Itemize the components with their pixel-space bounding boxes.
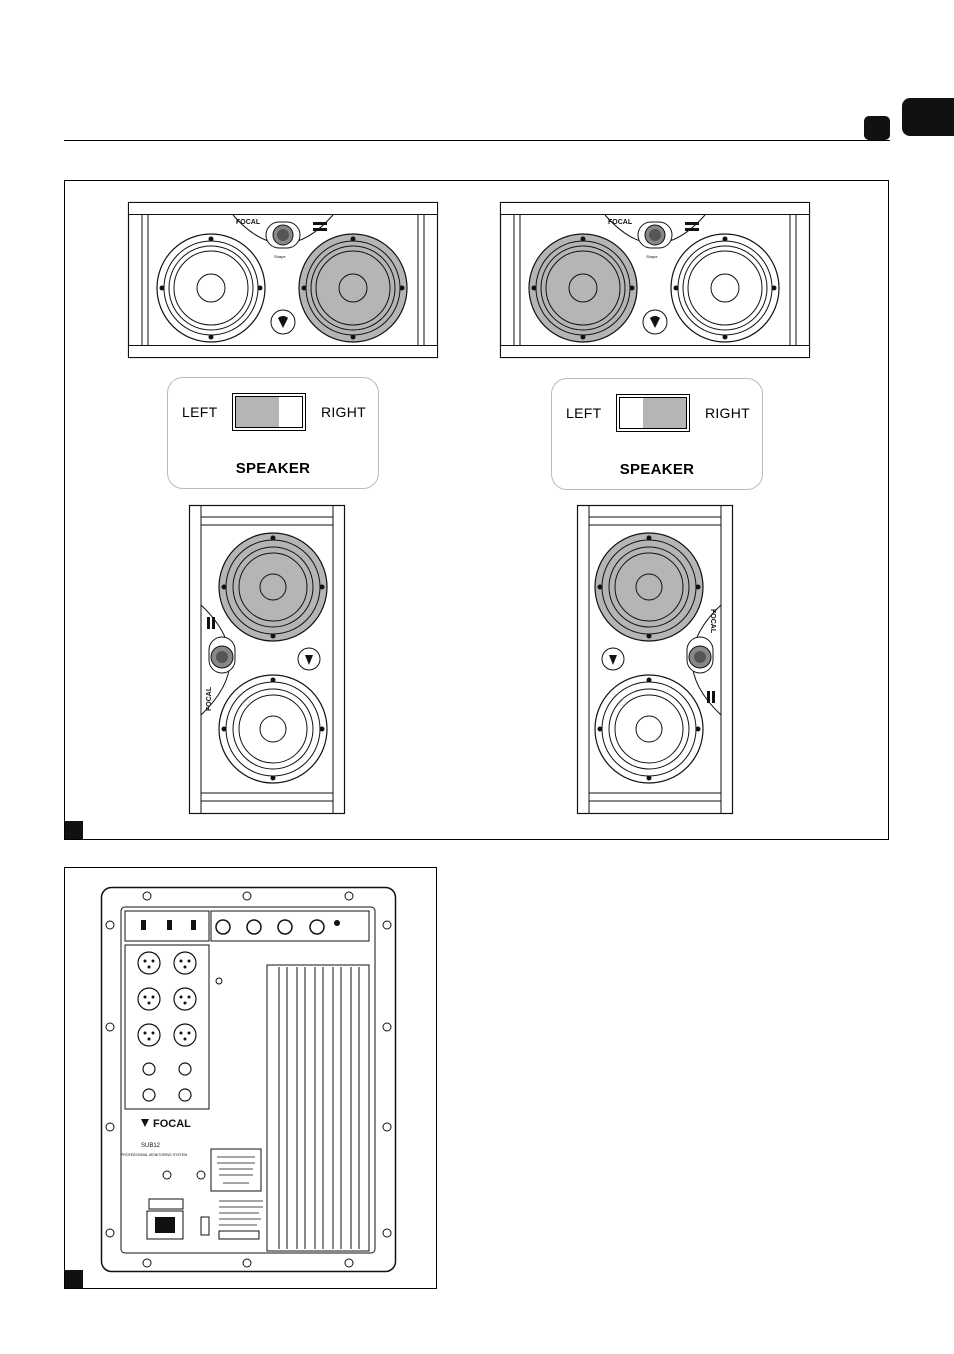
page-marker: [864, 116, 890, 140]
svg-text:FOCAL: FOCAL: [709, 609, 716, 634]
switch-title: SPEAKER: [619, 461, 695, 478]
figure-subwoofer-rear-panel: FOCAL SUB12 PROFESSIONAL MONITORING SYST…: [64, 867, 437, 1289]
header-rule: [64, 140, 890, 141]
switch-right-label: RIGHT: [320, 404, 366, 420]
speaker-toggle-switch[interactable]: [616, 394, 690, 432]
speaker-vertical-right: FOCAL: [576, 504, 734, 815]
svg-text:FOCAL: FOCAL: [236, 219, 261, 226]
svg-text:FOCAL: FOCAL: [608, 219, 633, 226]
model-label: SUB12: [141, 1143, 161, 1149]
model-subtitle: PROFESSIONAL MONITORING SYSTEM: [121, 1153, 187, 1157]
speaker-horizontal-left-selected: FOCAL Shape: [499, 201, 811, 359]
section-tab: [902, 98, 954, 136]
speaker-vertical-left: FOCAL: [188, 504, 346, 815]
switch-right-label: RIGHT: [704, 405, 750, 421]
svg-text:Shape: Shape: [646, 254, 658, 259]
speaker-toggle-switch[interactable]: [232, 393, 306, 431]
speaker-switch-panel-right: LEFT RIGHT SPEAKER: [551, 378, 763, 490]
switch-left-label: LEFT: [182, 404, 218, 420]
figure-number-marker: [65, 1270, 83, 1288]
switch-title: SPEAKER: [235, 460, 311, 477]
svg-text:FOCAL: FOCAL: [206, 686, 213, 711]
speaker-switch-panel-left: LEFT RIGHT SPEAKER: [167, 377, 379, 489]
svg-text:Shape: Shape: [274, 254, 286, 259]
focal-logo: FOCAL: [153, 1118, 191, 1130]
figure-speaker-switch: FOCAL Shape FOCAL: [64, 180, 889, 840]
subwoofer-rear-panel: FOCAL SUB12 PROFESSIONAL MONITORING SYST…: [100, 886, 397, 1273]
switch-left-label: LEFT: [566, 405, 602, 421]
speaker-horizontal-right-selected: FOCAL Shape: [127, 201, 439, 359]
figure-number-marker: [65, 821, 83, 839]
